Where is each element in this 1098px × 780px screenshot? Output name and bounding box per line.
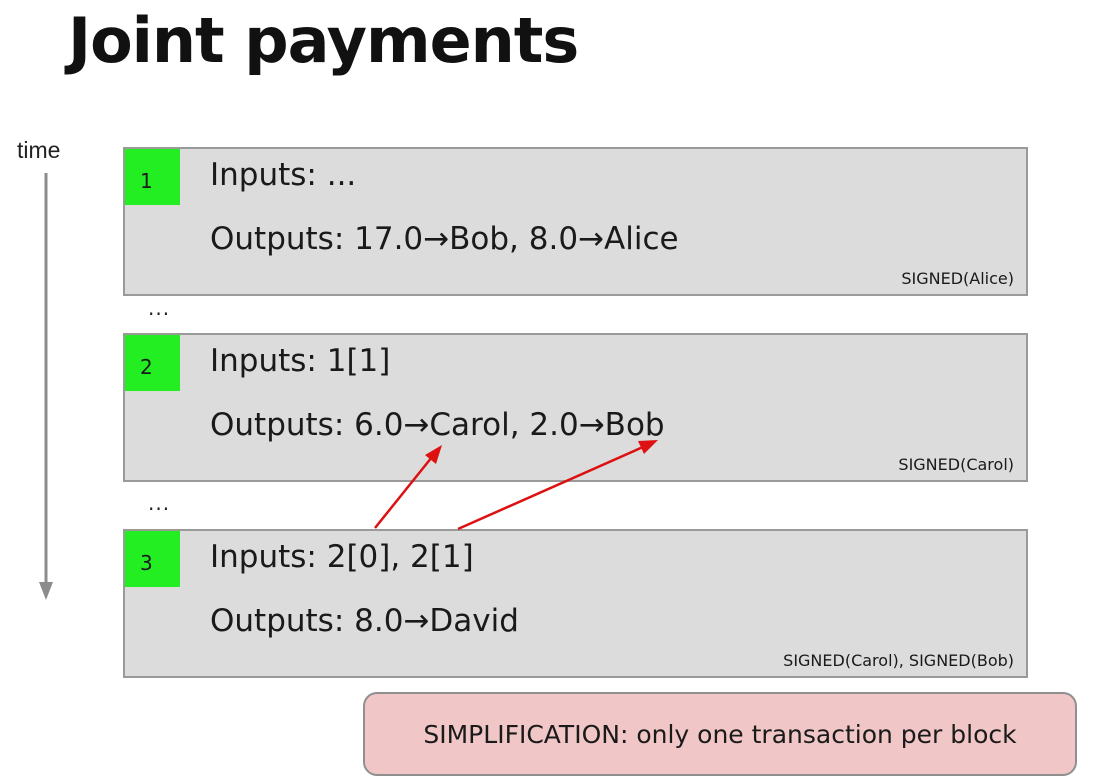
transaction-inputs: Inputs: ... [210,157,357,193]
transaction-block-1: 1 Inputs: ... Outputs: 17.0→Bob, 8.0→Ali… [123,147,1028,296]
ellipsis-separator: ... [148,296,171,320]
transaction-block-3: 3 Inputs: 2[0], 2[1] Outputs: 8.0→David … [123,529,1028,678]
transaction-outputs: Outputs: 6.0→Carol, 2.0→Bob [210,407,665,443]
transaction-signature: SIGNED(Alice) [901,269,1014,288]
transaction-outputs: Outputs: 8.0→David [210,603,519,639]
transaction-block-2: 2 Inputs: 1[1] Outputs: 6.0→Carol, 2.0→B… [123,333,1028,482]
transaction-inputs: Inputs: 2[0], 2[1] [210,539,474,575]
ellipsis-separator: ... [148,491,171,515]
transaction-number-badge: 3 [125,531,180,587]
transaction-signature: SIGNED(Carol) [898,455,1014,474]
transaction-inputs: Inputs: 1[1] [210,343,391,379]
time-label: time [17,137,61,163]
simplification-note: SIMPLIFICATION: only one transaction per… [363,692,1077,776]
transaction-signature: SIGNED(Carol), SIGNED(Bob) [783,651,1014,670]
transaction-outputs: Outputs: 17.0→Bob, 8.0→Alice [210,221,679,257]
transaction-number-badge: 2 [125,335,180,391]
slide-title: Joint payments [68,4,579,77]
transaction-number-badge: 1 [125,149,180,205]
